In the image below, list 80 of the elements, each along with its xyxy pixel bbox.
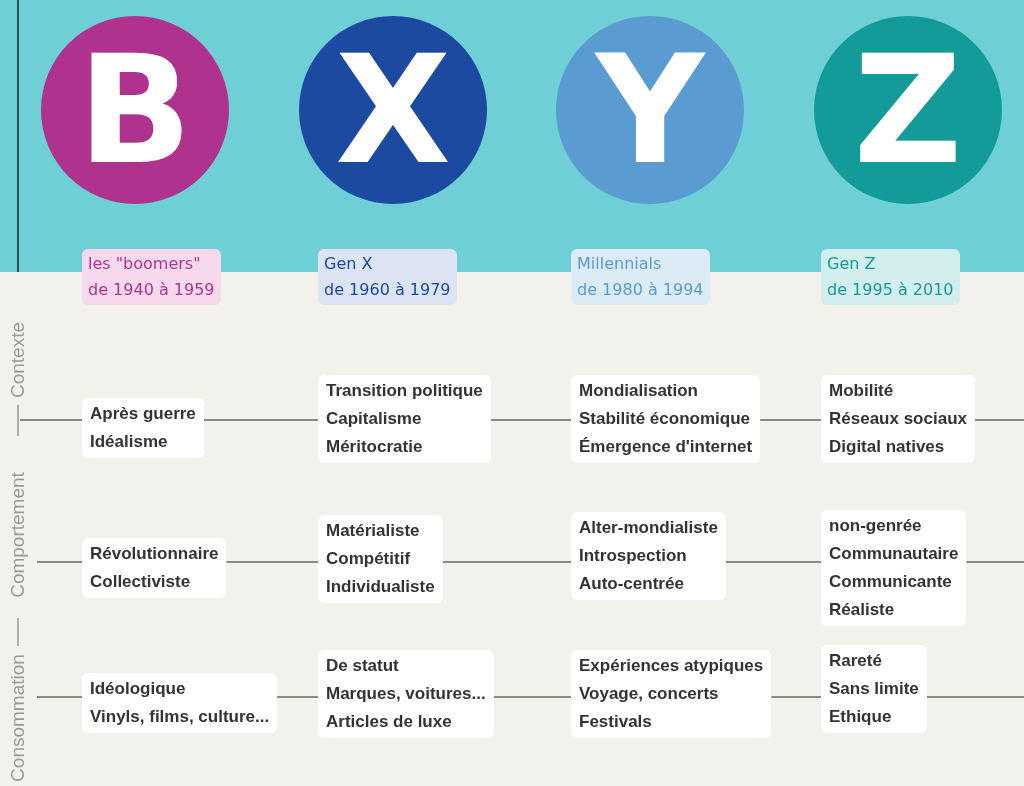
trait-text: Festivals: [579, 711, 653, 733]
trait-card: [821, 645, 927, 733]
trait-text: Expériences atypiques: [579, 655, 764, 677]
trait-text: Matérialiste: [326, 520, 421, 542]
generation-letter: Y: [595, 35, 705, 185]
year-range: de 1980 à 1994: [577, 279, 704, 301]
connector-line: [276, 696, 319, 698]
trait-text: Articles de luxe: [326, 711, 453, 733]
trait-text: Mondialisation: [579, 380, 699, 402]
trait-text: Introspection: [579, 545, 688, 567]
trait-card: [82, 398, 204, 458]
generation-letter: X: [335, 35, 451, 185]
trait-text: Communicante: [829, 571, 953, 593]
trait-card: [571, 375, 761, 463]
generation-name: Gen X: [324, 253, 374, 275]
trait-text: Mobilité: [829, 380, 895, 402]
generation-letter: B: [77, 35, 193, 185]
generation-tag: [821, 249, 960, 305]
trait-text: Idéologique: [90, 678, 187, 700]
trait-text: Voyage, concerts: [579, 683, 720, 705]
trait-card: [571, 650, 772, 738]
trait-card: [821, 510, 967, 626]
generation-tag: [571, 249, 710, 305]
trait-text: Collectiviste: [90, 571, 192, 593]
trait-text: Alter-mondialiste: [579, 517, 718, 539]
connector-line: [926, 696, 1024, 698]
trait-text: Révolutionnaire: [90, 543, 219, 565]
trait-text: Compétitif: [326, 548, 412, 570]
trait-text: Méritocratie: [326, 436, 424, 458]
connector-line: [36, 561, 83, 563]
year-range: de 1995 à 2010: [827, 279, 954, 301]
trait-card: [571, 512, 726, 600]
trait-text: Après guerre: [90, 403, 196, 425]
connector-line: [725, 561, 822, 563]
trait-text: Ethique: [829, 706, 893, 728]
trait-text: Transition politique: [326, 380, 483, 402]
connector-line: [759, 419, 822, 421]
trait-text: Vinyls, films, culture...: [90, 706, 270, 728]
axis-label: Consommation: [7, 654, 29, 782]
trait-card: [82, 673, 278, 733]
connector-line: [36, 696, 83, 698]
trait-text: Communautaire: [829, 543, 959, 565]
axis-label: Contexte: [7, 322, 29, 398]
trait-text: Émergence d'internet: [579, 436, 753, 458]
connector-line: [19, 419, 83, 421]
trait-text: De statut: [326, 655, 400, 677]
trait-text: Réseaux sociaux: [829, 408, 967, 430]
connector-line: [965, 561, 1024, 563]
generation-letter: Z: [853, 35, 963, 185]
axis-label: Comportement: [7, 472, 29, 598]
year-range: de 1940 à 1959: [88, 279, 215, 301]
trait-card: [82, 538, 227, 598]
trait-text: Capitalisme: [326, 408, 423, 430]
trait-text: Digital natives: [829, 436, 946, 458]
generation-name: les "boomers": [88, 253, 202, 275]
generation-tag: [82, 249, 221, 305]
trait-text: Idéalisme: [90, 431, 169, 453]
connector-line: [225, 561, 319, 563]
connector-line: [490, 419, 572, 421]
trait-text: Marques, voitures...: [326, 683, 486, 705]
trait-text: Rareté: [829, 650, 883, 672]
connector-line: [974, 419, 1024, 421]
trait-text: Stabilité économique: [579, 408, 751, 430]
trait-text: Auto-centrée: [579, 573, 685, 595]
trait-text: Sans limite: [829, 678, 919, 700]
trait-card: [318, 515, 443, 603]
connector-line: [203, 419, 319, 421]
connector-line: [770, 696, 822, 698]
year-range: de 1960 à 1979: [324, 279, 451, 301]
connector-line: [492, 696, 572, 698]
generation-tag: [318, 249, 457, 305]
generation-name: Millennials: [577, 253, 663, 275]
trait-card: [821, 375, 975, 463]
trait-text: Individualiste: [326, 576, 435, 598]
generation-name: Gen Z: [827, 253, 877, 275]
trait-text: Réaliste: [829, 599, 896, 621]
trait-card: [318, 375, 491, 463]
trait-card: [318, 650, 494, 738]
connector-line: [441, 561, 572, 563]
trait-text: non-genrée: [829, 515, 923, 537]
